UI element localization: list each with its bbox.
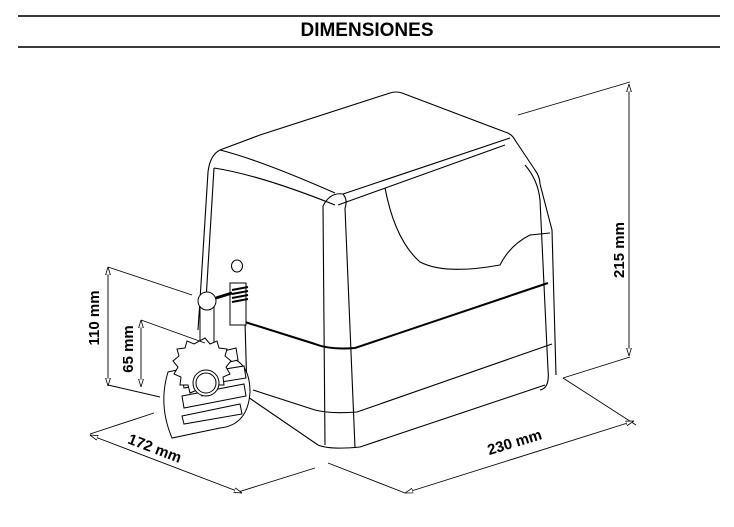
header-bottom-rule [18,46,720,48]
release-button-icon [231,259,243,273]
depth-dimension-label: 230 mm [485,426,543,459]
pinion-axis-height-label: 110 mm [86,290,103,345]
drive-pinion [163,337,251,439]
motor-housing [197,91,557,449]
pinion-base-height-label: 65 mm [120,325,137,373]
dimension-lines [90,81,637,493]
height-dimension-label: 215 mm [611,222,628,278]
page-title: DIMENSIONES [300,20,434,41]
release-lever [197,282,249,395]
header-top-rule [18,15,720,17]
